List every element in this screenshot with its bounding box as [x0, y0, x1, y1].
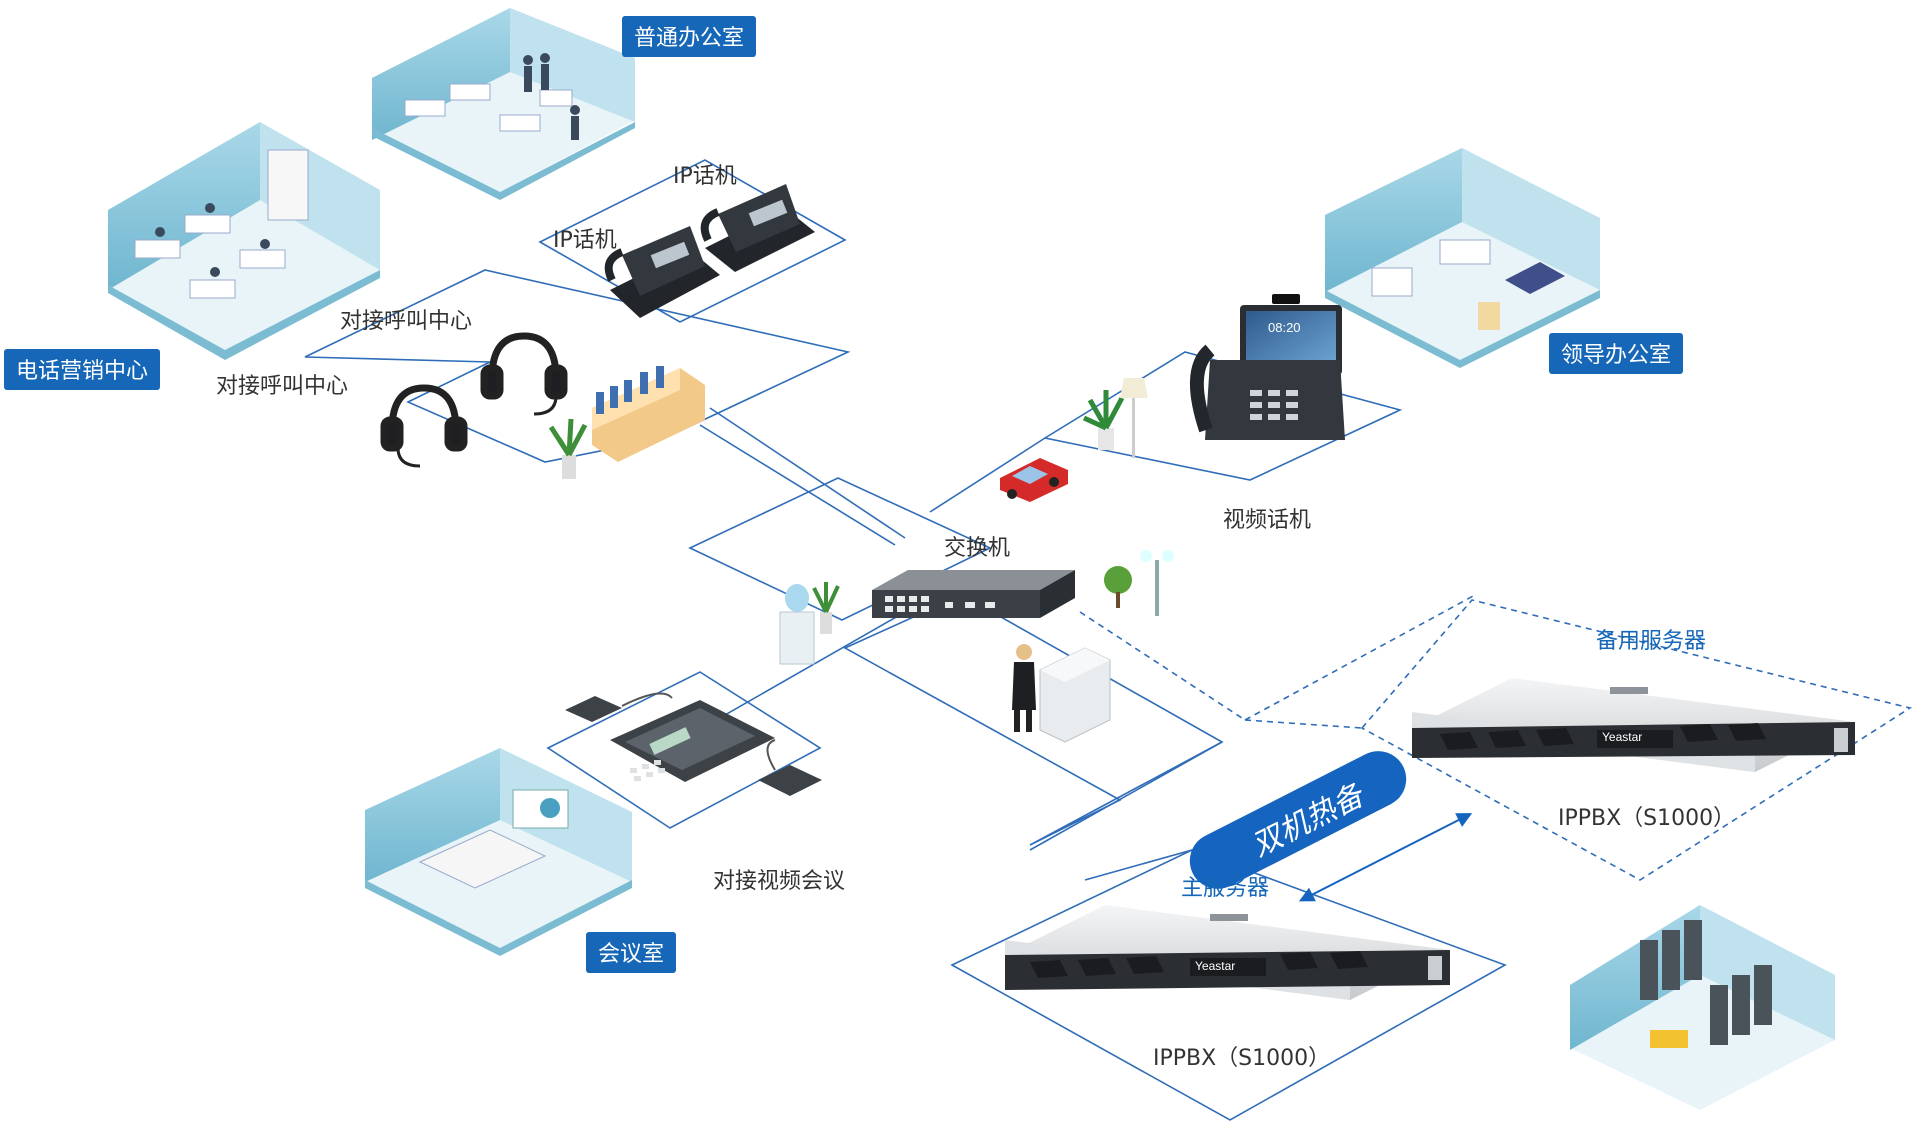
call-center-room	[108, 122, 380, 360]
main-brand-logo: Yeastar	[1195, 959, 1236, 973]
car-icon	[1000, 458, 1068, 502]
video-conf-label: 对接视频会议	[713, 869, 846, 894]
plant-small-icon	[812, 582, 840, 634]
general-office-room	[372, 8, 635, 200]
conference-phone-icon	[610, 700, 775, 782]
backup-brand-logo: Yeastar	[1602, 730, 1643, 744]
conference-mic-1-icon	[565, 692, 673, 722]
headset-2-icon	[480, 332, 568, 416]
person-icon	[1012, 644, 1036, 732]
plant-icon	[548, 418, 588, 479]
switch-label: 交换机	[944, 536, 1011, 561]
backup-model-label: IPPBX（S1000）	[1558, 806, 1736, 831]
filing-cabinet-icon	[592, 366, 705, 462]
ip-phone-1-icon	[604, 226, 720, 318]
backup-server-icon	[1412, 678, 1855, 772]
headset-label-1: 对接呼叫中心	[340, 309, 473, 334]
datacenter-room	[1570, 905, 1835, 1110]
main-model-label: IPPBX（S1000）	[1153, 1046, 1331, 1071]
headset-1-icon	[380, 384, 468, 468]
printer-icon	[1039, 647, 1111, 743]
main-server-icon	[1005, 905, 1450, 1000]
hot-standby-badge	[1189, 751, 1473, 902]
floor-lamp-icon	[1120, 378, 1148, 458]
backup-links	[1079, 594, 1913, 881]
leader-office-tag: 领导办公室	[1549, 333, 1684, 374]
general-office-tag: 普通办公室	[622, 16, 757, 57]
main-server-label: 主服务器	[1181, 876, 1270, 901]
video-phone-clock: 08:20	[1268, 320, 1301, 335]
water-dispenser-icon	[779, 584, 815, 665]
backup-server-label: 备用服务器	[1596, 629, 1707, 654]
tree-icon	[1104, 566, 1132, 608]
ip-phone-label-1: IP话机	[673, 164, 737, 189]
meeting-room-tag: 会议室	[586, 932, 677, 973]
leader-office-room	[1325, 148, 1600, 368]
street-lamp-icon	[1140, 550, 1174, 616]
video-phone-icon	[1190, 294, 1345, 440]
network-switch-icon	[872, 570, 1075, 618]
call-center-tag: 电话营销中心	[4, 349, 161, 390]
plant-video-area-icon	[1082, 390, 1125, 450]
video-phone-label: 视频话机	[1223, 508, 1312, 533]
headset-label-2: 对接呼叫中心	[216, 374, 349, 399]
conference-mic-2-icon	[758, 739, 822, 796]
ip-phone-label-2: IP话机	[553, 228, 617, 253]
meeting-room	[365, 748, 632, 956]
ip-phone-2-icon	[700, 184, 815, 272]
